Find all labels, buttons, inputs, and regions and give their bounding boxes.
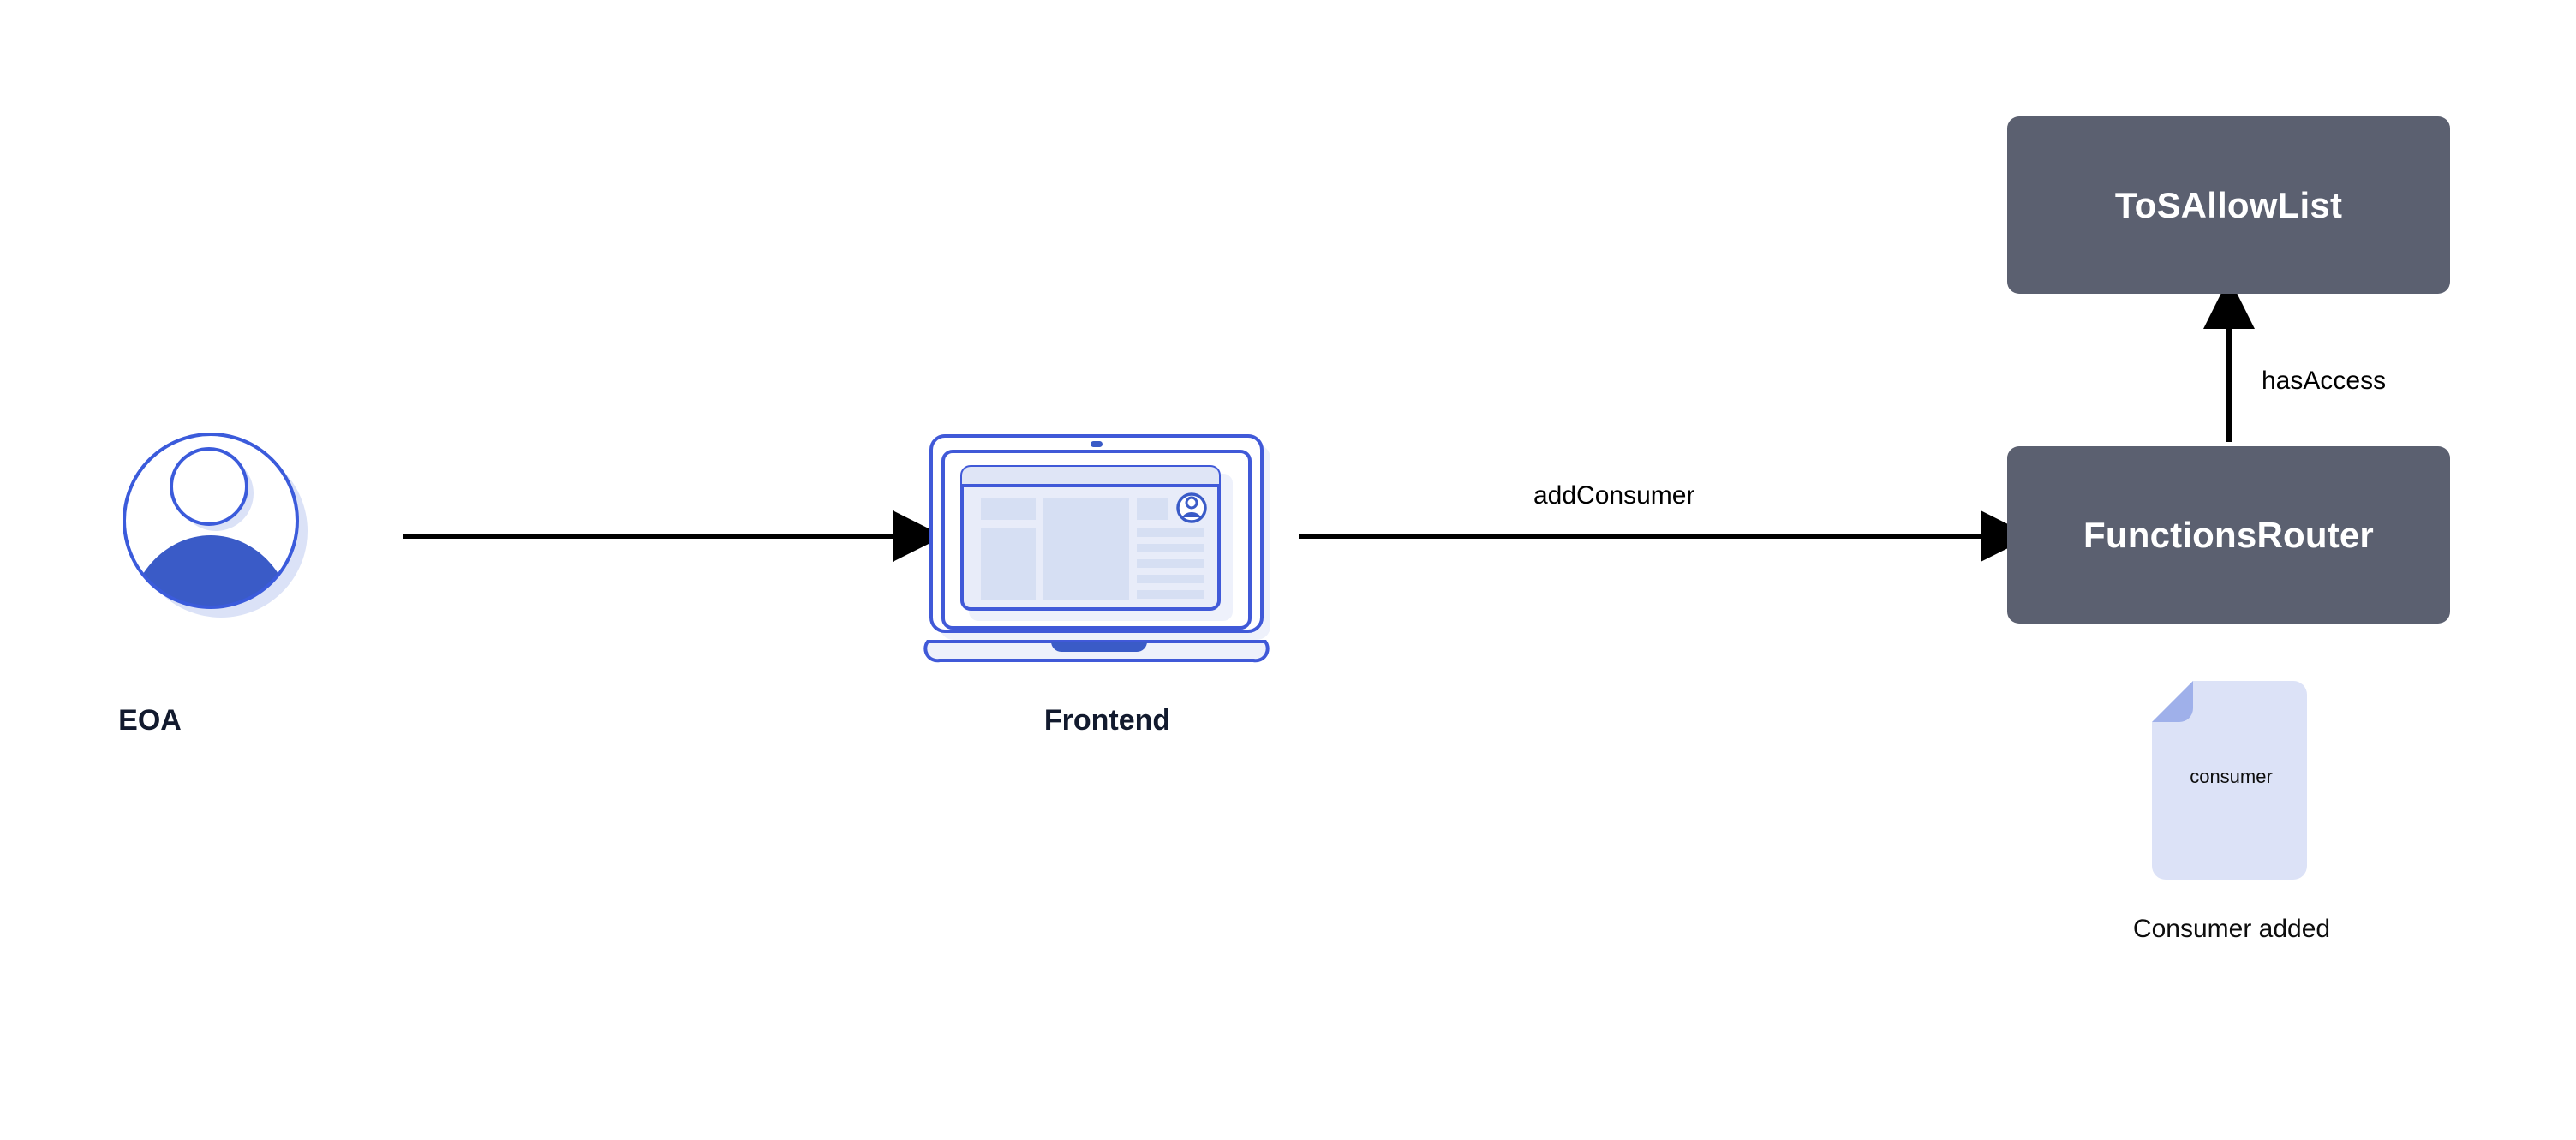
frontend-label: Frontend bbox=[1043, 704, 1171, 737]
user-avatar-icon bbox=[123, 433, 308, 618]
edge-label-has-access: hasAccess bbox=[2262, 367, 2387, 395]
functions-router-label: FunctionsRouter bbox=[2083, 514, 2374, 555]
document-inner-label: consumer bbox=[2190, 766, 2273, 787]
laptop-browser-icon bbox=[923, 434, 1270, 663]
tos-allow-list-label: ToSAllowList bbox=[2114, 184, 2343, 225]
document-icon bbox=[2152, 681, 2307, 880]
node-tos-allow-list[interactable]: ToSAllowList bbox=[2007, 116, 2450, 294]
consumer-added-caption: Consumer added bbox=[2132, 915, 2331, 943]
node-functions-router[interactable]: FunctionsRouter bbox=[2007, 446, 2450, 624]
edge-label-add-consumer: addConsumer bbox=[1533, 481, 1695, 510]
eoa-label: EOA bbox=[118, 704, 182, 737]
